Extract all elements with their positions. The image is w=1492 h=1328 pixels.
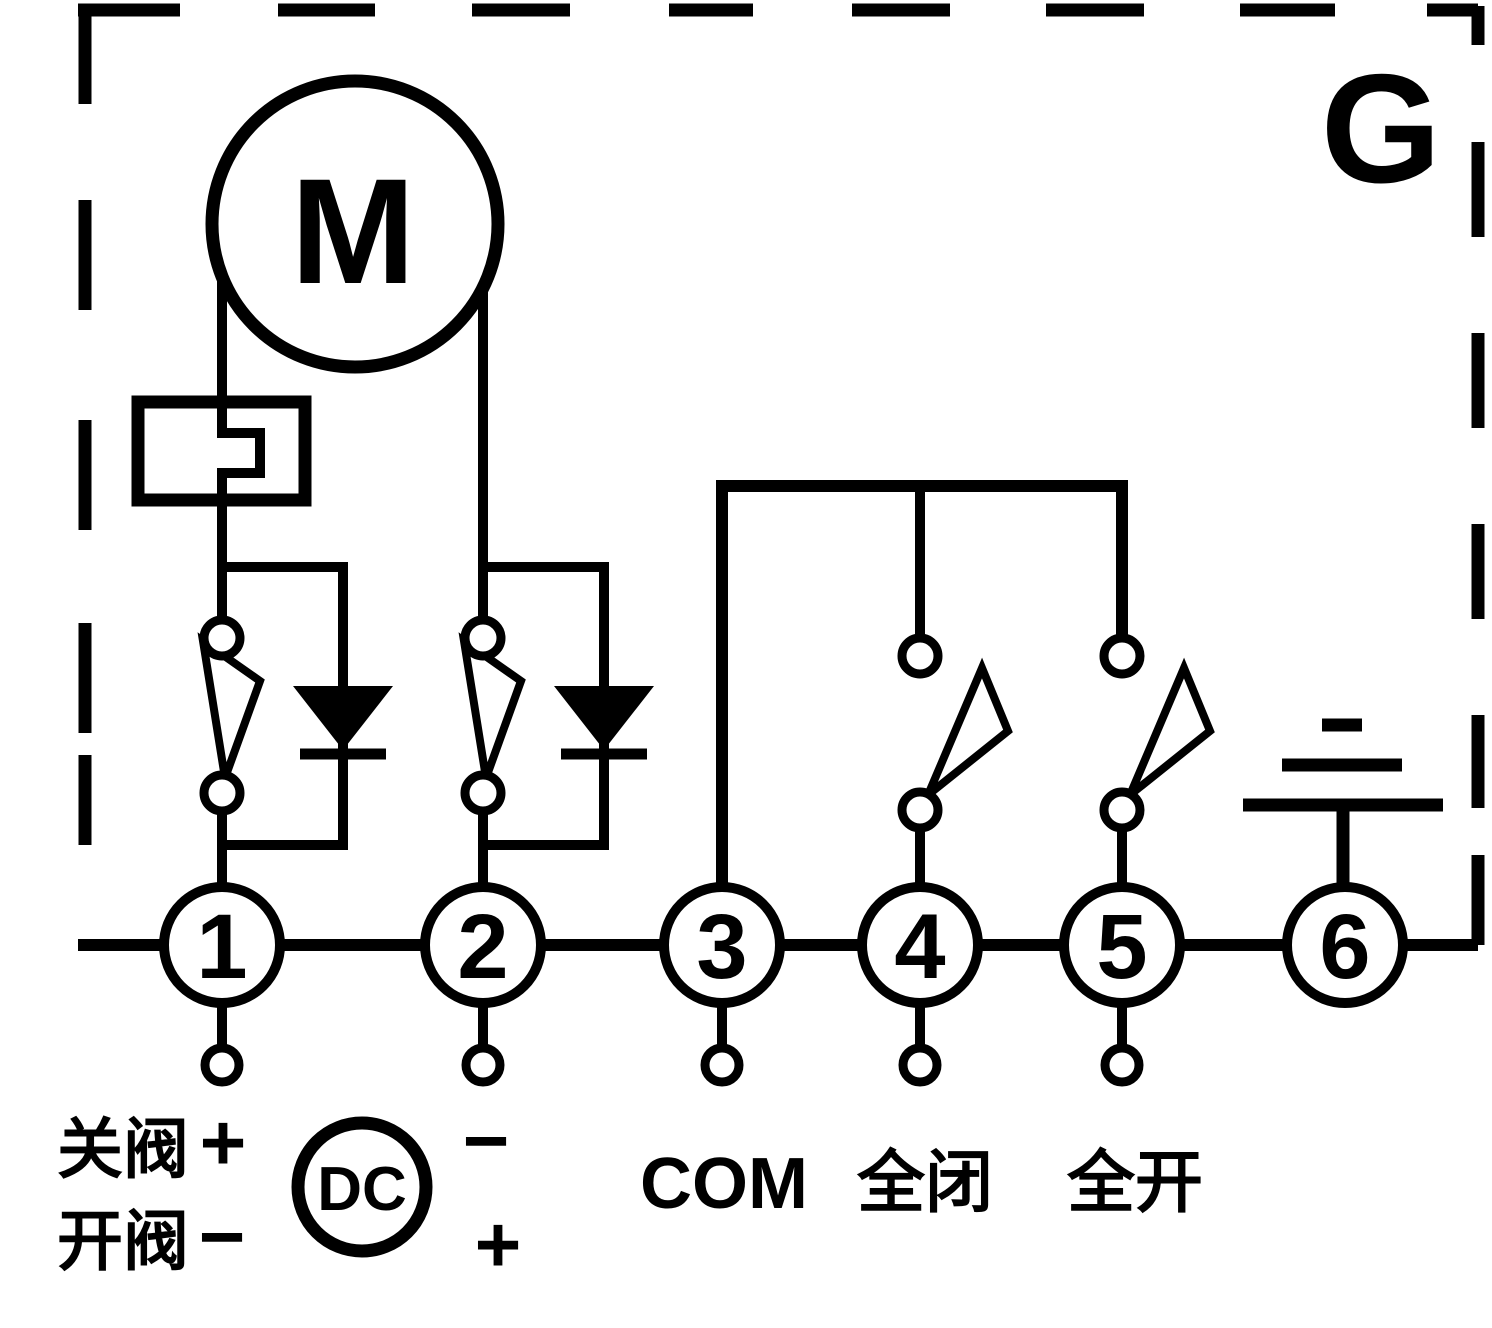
- terminal-stub-contact: [1100, 1043, 1144, 1087]
- motor-label: M: [291, 147, 416, 315]
- terminal-circle: [659, 882, 785, 1008]
- switch-lever: [197, 632, 265, 794]
- wire-motor-terminal1: [217, 278, 265, 620]
- close-valve-sign: +: [200, 1098, 247, 1187]
- terminal-circle: [420, 882, 546, 1008]
- terminal-circle: [1282, 882, 1408, 1008]
- terminal-5: 5: [1059, 882, 1185, 1087]
- dc-source-circle: [291, 1116, 433, 1258]
- diode-triangle: [293, 686, 393, 750]
- terminal-block: 1 2 3 4 5 6: [159, 882, 1408, 1087]
- dc-source: DC: [291, 1116, 433, 1258]
- switch-lever: [924, 657, 1013, 799]
- terminal-stub-contact: [200, 1043, 244, 1087]
- switch-contact-top: [460, 615, 506, 661]
- terminal-number: 4: [894, 896, 945, 998]
- diode-close-circuit: [293, 686, 393, 760]
- terminal-2: 2: [420, 882, 546, 1087]
- ground-lines: [1243, 718, 1443, 887]
- earth-ground-icon: [1243, 718, 1443, 887]
- limit-switch-open: [458, 615, 526, 816]
- open-valve-sign: −: [199, 1192, 246, 1281]
- terminal-stub-contact: [461, 1043, 505, 1087]
- switch-contact-bottom: [199, 770, 245, 816]
- terminal-1: 1: [159, 882, 285, 1087]
- terminal-4: 4: [857, 882, 983, 1087]
- limit-switch-close: [197, 615, 265, 816]
- terminal-stub-contact: [700, 1043, 744, 1087]
- supply-plus-sign: +: [475, 1200, 522, 1289]
- open-valve-label: 开阀: [57, 1204, 189, 1278]
- motor-circle: [205, 74, 505, 374]
- wires: [78, 278, 1478, 951]
- terminal-circle: [1059, 882, 1185, 1008]
- switch-contact-top: [199, 615, 245, 661]
- diode-triangle: [554, 686, 654, 750]
- terminal-labels: 关阀 + 开阀 − − + COM 全闭 全开: [57, 1096, 1203, 1289]
- fully-closed-label: 全闭: [856, 1145, 993, 1221]
- terminal-number: 6: [1319, 896, 1370, 998]
- device-label: G: [1321, 42, 1442, 215]
- switch-contact-bottom: [1099, 787, 1145, 833]
- terminal-6: 6: [1282, 882, 1408, 1008]
- terminal-stub-contact: [898, 1043, 942, 1087]
- switch-lever: [1126, 657, 1215, 799]
- motor: M: [205, 74, 505, 374]
- enclosure-dashed-border: [78, 3, 1485, 945]
- switch-contact-top: [1099, 633, 1145, 679]
- terminal-number: 5: [1096, 896, 1147, 998]
- terminal-circle: [159, 882, 285, 1008]
- terminal-3: 3: [659, 882, 785, 1087]
- feedback-switch-fully-open: [1099, 633, 1215, 833]
- switch-lever: [458, 632, 526, 794]
- terminal-number: 1: [196, 896, 247, 998]
- terminal-number: 3: [696, 896, 747, 998]
- switch-contact-bottom: [897, 787, 943, 833]
- feedback-switch-fully-closed: [897, 633, 1013, 833]
- dc-source-label: DC: [317, 1155, 407, 1224]
- diode-open-circuit: [554, 686, 654, 760]
- terminal-number: 2: [457, 896, 508, 998]
- switch-contact-bottom: [460, 770, 506, 816]
- fully-open-label: 全开: [1066, 1145, 1203, 1221]
- switch-contact-top: [897, 633, 943, 679]
- close-valve-label: 关阀: [57, 1112, 189, 1186]
- com-label: COM: [640, 1144, 808, 1224]
- supply-minus-sign: −: [463, 1096, 510, 1185]
- terminal-circle: [857, 882, 983, 1008]
